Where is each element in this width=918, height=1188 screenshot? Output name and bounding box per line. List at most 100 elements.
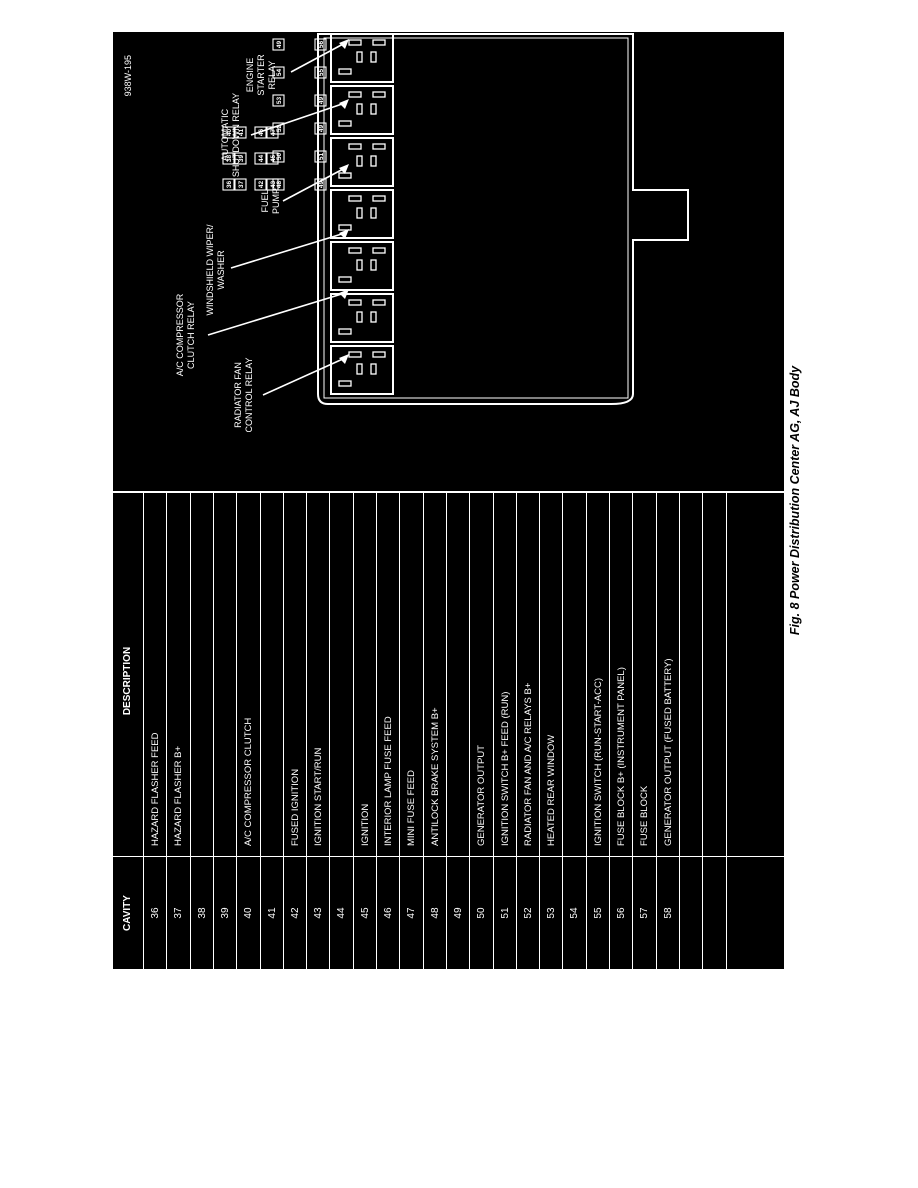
fuse — [222, 178, 235, 191]
cavity-number: 55 — [592, 907, 604, 919]
arrow-head — [339, 164, 349, 174]
ref-code: 938W-195 — [123, 55, 133, 96]
cavity-number: 43 — [313, 907, 325, 919]
table-row — [678, 493, 703, 969]
cavity-number: 38 — [196, 907, 208, 919]
relay — [330, 189, 394, 239]
fuse-label: 39 — [238, 155, 245, 163]
cavity-description: A/C COMPRESSOR CLUTCH — [243, 717, 255, 846]
table-row — [725, 493, 750, 969]
cavity-number: 58 — [662, 907, 674, 919]
cavity-description: FUSE BLOCK B+ (INSTRUMENT PANEL) — [616, 667, 627, 846]
table-row: 44 — [329, 493, 354, 969]
cavity-description: HEATED REAR WINDOW — [546, 734, 558, 846]
fuse — [234, 178, 247, 191]
fuse-label: 41 — [238, 129, 245, 137]
fuse — [272, 122, 285, 135]
cavity-description: IGNITION SWITCH B+ FEED (RUN) — [499, 691, 511, 846]
cavity-description: IGNITION START/RUN — [313, 747, 325, 846]
cavity-number: 51 — [499, 907, 511, 919]
relay-body — [330, 345, 394, 395]
cavity-number: 50 — [476, 907, 488, 919]
cavity-number: 46 — [383, 907, 394, 919]
relay — [330, 293, 394, 343]
fuse — [234, 126, 247, 139]
fuse-label: 51 — [318, 153, 325, 161]
relay-terminal — [338, 224, 352, 231]
relay-terminal — [356, 259, 363, 271]
leader-arrow — [282, 167, 346, 202]
arrow-head — [339, 354, 349, 364]
relay-terminal — [348, 143, 362, 150]
relay-terminal — [372, 299, 386, 306]
relay-terminal — [370, 207, 377, 219]
relay-label: AUTOMATIC — [220, 108, 230, 161]
fuse — [314, 66, 327, 79]
cavity-number: 36 — [150, 907, 161, 919]
relay-terminal — [338, 68, 352, 75]
table-row: 41 — [259, 493, 284, 969]
relay-label: PUMP — [271, 188, 281, 214]
cavity-description: FUSED IGNITION — [289, 768, 301, 846]
fuse-label: 40 — [226, 129, 233, 137]
cavity-number: 37 — [173, 907, 185, 919]
relay-label: FUEL — [260, 189, 270, 212]
relay-terminal — [370, 103, 377, 115]
relay-terminal — [338, 172, 352, 179]
fuse — [254, 152, 267, 165]
relay-terminal — [356, 363, 363, 375]
fuse-label: 55 — [318, 69, 325, 77]
relay — [330, 345, 394, 395]
fuse-label: 49 — [276, 41, 283, 49]
leader-arrow — [207, 292, 346, 336]
fuse — [254, 126, 267, 139]
fuse-label: 49 — [318, 125, 325, 133]
relay-terminal — [348, 91, 362, 98]
fuse-label: 49 — [318, 97, 325, 105]
cavity-number: 49 — [452, 907, 464, 919]
relay-label: RADIATOR FAN — [233, 362, 243, 428]
fuse-label: 54 — [276, 69, 283, 77]
relay-label: CLUTCH RELAY — [186, 301, 196, 369]
relay-terminal — [372, 247, 386, 254]
cavity-number: 44 — [336, 907, 348, 919]
relay-terminal — [356, 51, 363, 63]
fuse — [234, 152, 247, 165]
table-row: 55 IGNITION SWITCH (RUN-START-ACC) — [585, 493, 610, 969]
relay-body — [330, 33, 394, 83]
relay — [330, 241, 394, 291]
table-row: 38 — [189, 493, 214, 969]
fuse-label: 53 — [276, 97, 283, 105]
relay-terminal — [372, 91, 386, 98]
relay-label: ENGINE — [245, 58, 255, 93]
cavity-description: ANTILOCK BRAKE SYSTEM B+ — [429, 707, 441, 846]
cavity-number: 57 — [639, 907, 651, 919]
relay-terminal — [348, 299, 362, 306]
table-row — [702, 493, 727, 969]
fuse — [222, 152, 235, 165]
relay-terminal — [370, 363, 377, 375]
fuse — [314, 38, 327, 51]
fuse-label: 42 — [258, 181, 265, 189]
fuse-label: 44 — [258, 155, 265, 163]
relay-terminal — [370, 311, 377, 323]
cavity-description: IGNITION SWITCH (RUN-START-ACC) — [592, 678, 604, 846]
relay-body — [330, 137, 394, 187]
fuse — [314, 178, 327, 191]
relay-label: RELAY — [267, 61, 277, 90]
table-row: 49 — [445, 493, 470, 969]
relay-label: SHUTDOWN RELAY — [231, 93, 241, 177]
relay — [330, 33, 394, 83]
